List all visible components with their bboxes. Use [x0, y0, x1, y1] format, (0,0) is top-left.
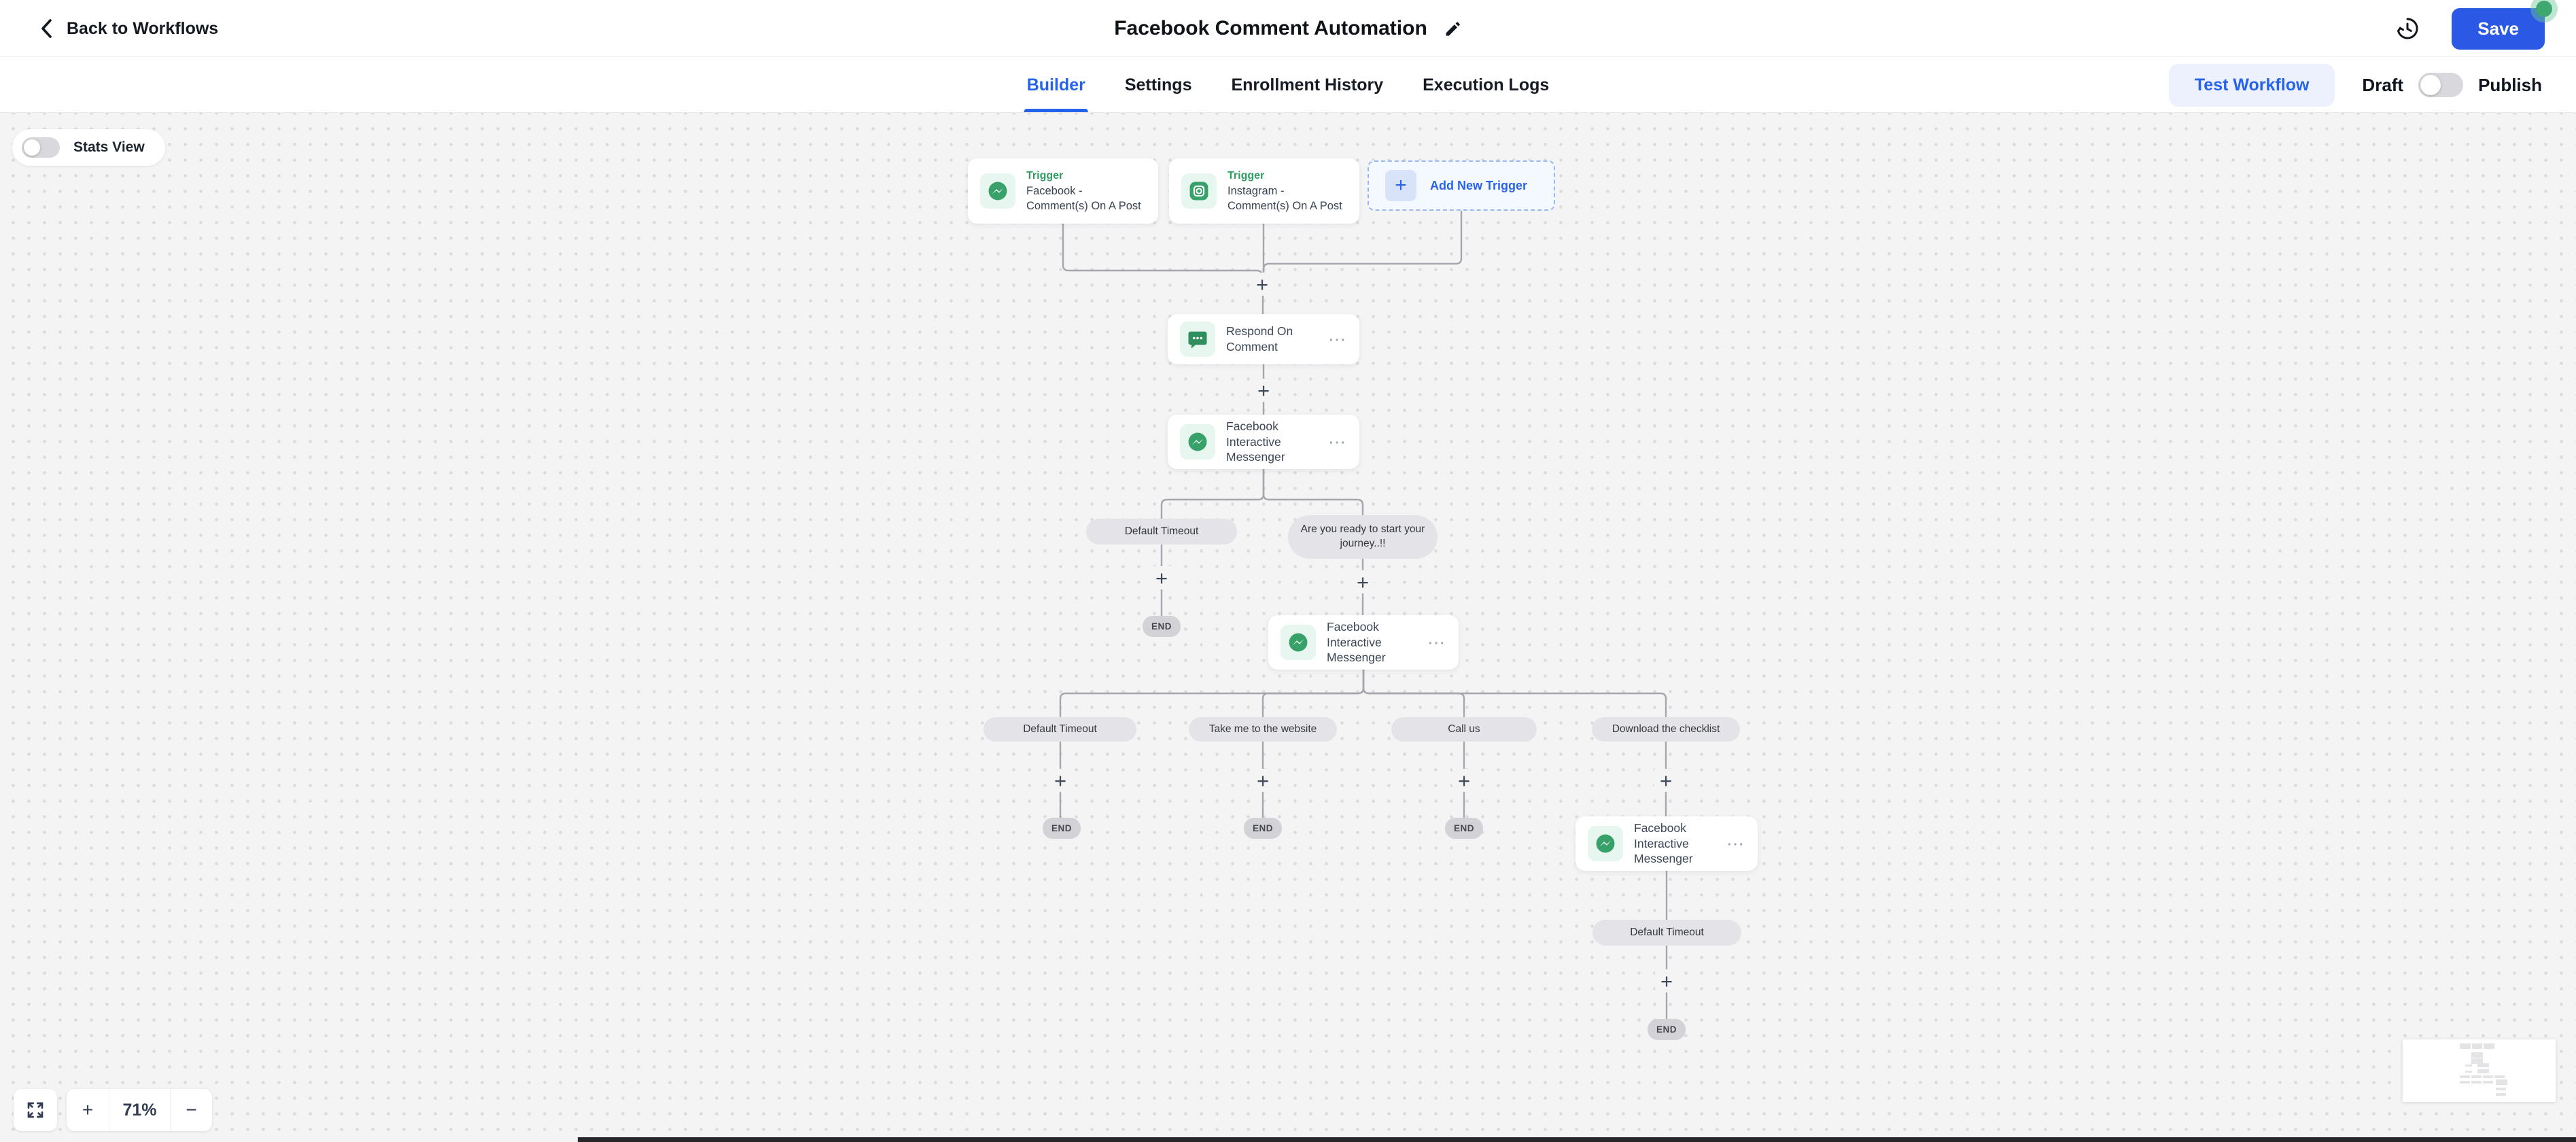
- end-badge: END: [1043, 818, 1081, 839]
- action-node-facebook-interactive-messenger-1[interactable]: Facebook Interactive Messenger ⋯: [1168, 415, 1359, 469]
- action-node-facebook-interactive-messenger-2[interactable]: Facebook Interactive Messenger ⋯: [1268, 615, 1459, 670]
- branch-label-default-timeout[interactable]: Default Timeout: [1086, 519, 1237, 544]
- add-new-trigger-label: Add New Trigger: [1430, 178, 1528, 192]
- stats-view-toggle-knob: [24, 139, 40, 156]
- trigger-name: Instagram - Comment(s) On A Post: [1228, 184, 1342, 212]
- trigger-node-instagram[interactable]: Trigger Instagram - Comment(s) On A Post: [1169, 158, 1359, 224]
- tab-settings[interactable]: Settings: [1124, 75, 1192, 94]
- messenger-icon: [1588, 826, 1623, 861]
- zoom-in-button[interactable]: +: [82, 1099, 94, 1120]
- bottom-edge-bar[interactable]: [578, 1137, 2576, 1142]
- tabs: Builder Settings Enrollment History Exec…: [1024, 58, 1550, 112]
- expand-icon: [24, 1099, 46, 1121]
- add-step-button[interactable]: +: [1452, 769, 1476, 792]
- messenger-icon: [980, 173, 1015, 209]
- branch-label-default-timeout[interactable]: Default Timeout: [1592, 920, 1741, 946]
- workflow-title-group: Facebook Comment Automation: [1114, 0, 1462, 57]
- back-to-workflows-button[interactable]: Back to Workflows: [38, 0, 218, 57]
- trigger-tag: Trigger: [1026, 169, 1064, 181]
- branch-label-default-timeout[interactable]: Default Timeout: [984, 717, 1136, 742]
- trigger-node-facebook[interactable]: Trigger Facebook - Comment(s) On A Post: [968, 158, 1158, 224]
- test-workflow-button[interactable]: Test Workflow: [2168, 63, 2335, 107]
- messenger-icon: [1180, 424, 1215, 460]
- add-step-button[interactable]: +: [1049, 769, 1072, 792]
- save-button[interactable]: Save: [2452, 0, 2552, 50]
- edit-title-icon[interactable]: [1444, 20, 1462, 38]
- workflow-canvas[interactable]: Stats View Trigger Facebook - Comment(s)…: [0, 113, 2576, 1142]
- zoom-out-button[interactable]: −: [170, 1089, 212, 1131]
- zoom-level[interactable]: 71%: [109, 1089, 170, 1131]
- action-node-facebook-interactive-messenger-3[interactable]: Facebook Interactive Messenger ⋯: [1576, 816, 1758, 871]
- publish-toggle-knob: [2420, 75, 2441, 95]
- add-step-button[interactable]: +: [1252, 379, 1275, 402]
- unsaved-changes-badge: [2536, 0, 2552, 17]
- plus-icon: +: [1385, 170, 1416, 201]
- add-step-button[interactable]: +: [1655, 969, 1678, 992]
- instagram-icon: [1181, 173, 1217, 209]
- stats-view-toggle[interactable]: [22, 137, 60, 158]
- branch-label-ready-journey[interactable]: Are you ready to start your journey..!!: [1288, 515, 1438, 559]
- add-step-button[interactable]: +: [1654, 769, 1677, 792]
- end-badge: END: [1445, 818, 1483, 839]
- page-title: Facebook Comment Automation: [1114, 17, 1427, 39]
- node-title: Facebook Interactive Messenger: [1634, 820, 1693, 866]
- tab-bar: Builder Settings Enrollment History Exec…: [0, 58, 2576, 113]
- draft-label: Draft: [2362, 74, 2404, 95]
- action-node-respond-on-comment[interactable]: Respond On Comment ⋯: [1168, 314, 1359, 364]
- node-title: Facebook Interactive Messenger: [1226, 419, 1285, 464]
- add-new-trigger-button[interactable]: + Add New Trigger: [1368, 160, 1555, 211]
- tab-execution-logs[interactable]: Execution Logs: [1423, 75, 1550, 94]
- top-bar: Back to Workflows Facebook Comment Autom…: [0, 0, 2576, 57]
- version-history-icon[interactable]: [2393, 14, 2422, 43]
- tab-enrollment-history[interactable]: Enrollment History: [1231, 75, 1384, 94]
- tab-builder[interactable]: Builder: [1024, 58, 1088, 112]
- node-menu-button[interactable]: ⋯: [1328, 432, 1347, 452]
- tab-bar-actions: Test Workflow Draft Publish: [2168, 58, 2542, 112]
- back-label: Back to Workflows: [67, 18, 219, 38]
- fit-view-button[interactable]: [14, 1089, 57, 1131]
- publish-label: Publish: [2478, 74, 2542, 95]
- chevron-left-icon: [38, 18, 54, 39]
- node-title: Facebook Interactive Messenger: [1327, 619, 1386, 665]
- node-menu-button[interactable]: ⋯: [1328, 329, 1347, 349]
- node-menu-button[interactable]: ⋯: [1726, 833, 1745, 854]
- zoom-controls: + 71% −: [67, 1089, 212, 1131]
- end-badge: END: [1143, 616, 1181, 637]
- publish-toggle[interactable]: [2418, 73, 2464, 97]
- end-badge: END: [1648, 1019, 1686, 1040]
- minimap[interactable]: [2403, 1039, 2556, 1102]
- node-menu-button[interactable]: ⋯: [1427, 632, 1446, 653]
- trigger-tag: Trigger: [1228, 169, 1265, 181]
- comment-bubble-icon: [1180, 322, 1215, 357]
- branch-label-download-checklist[interactable]: Download the checklist: [1592, 717, 1740, 742]
- end-badge: END: [1244, 818, 1282, 839]
- stats-view-label: Stats View: [73, 139, 145, 155]
- stats-view-control: Stats View: [12, 129, 165, 166]
- header-actions: Save: [2393, 0, 2552, 57]
- messenger-icon: [1281, 625, 1316, 660]
- add-step-button[interactable]: +: [1251, 769, 1274, 792]
- branch-label-call-us[interactable]: Call us: [1391, 717, 1537, 742]
- add-step-button[interactable]: +: [1351, 570, 1374, 593]
- node-title: Respond On Comment: [1226, 324, 1293, 353]
- branch-label-take-me-to-website[interactable]: Take me to the website: [1189, 717, 1337, 742]
- add-step-button[interactable]: +: [1150, 566, 1173, 589]
- add-step-button[interactable]: +: [1251, 273, 1274, 296]
- trigger-name: Facebook - Comment(s) On A Post: [1026, 184, 1141, 212]
- publish-toggle-group: Draft Publish: [2362, 73, 2542, 97]
